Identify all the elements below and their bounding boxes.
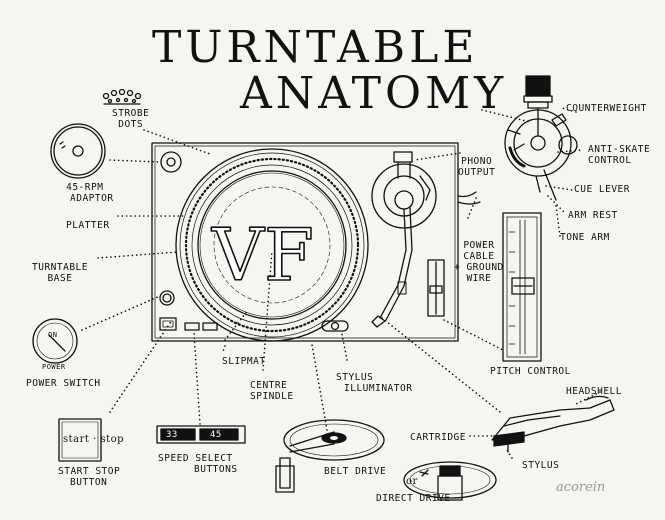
platter-icon: [175, 148, 369, 342]
turntable-base: [151, 142, 459, 342]
label-arm-rest: ARM REST: [568, 210, 618, 221]
pitch-control-icon: [502, 212, 542, 362]
artist-signature: acorein: [556, 480, 606, 495]
label-direct-drive: DIRECT DRIVE: [376, 493, 451, 504]
label-power-on: ON: [48, 331, 58, 339]
speed-45-text: 45: [210, 430, 222, 440]
logo-vf-text: VF: [211, 213, 314, 297]
leader-lines: [81, 107, 601, 459]
label-power-word: POWER: [42, 363, 66, 371]
label-belt-drive: BELT DRIVE: [324, 466, 387, 477]
headshell-icon: [491, 395, 615, 453]
belt-drive-icon: [275, 419, 385, 493]
label-power-switch: POWER SWITCH: [26, 378, 101, 389]
label-tone-arm: TONE ARM: [560, 232, 610, 243]
label-counterweight: COUNTERWEIGHT: [566, 103, 647, 114]
label-headshell: HEADSHELL: [566, 386, 622, 397]
speed-33-text: 33: [166, 430, 178, 440]
label-cartridge: CARTRIDGE: [410, 432, 466, 443]
label-platter: PLATTER: [66, 220, 110, 231]
tonearm-icon: [371, 151, 481, 328]
start-stop-face-text: start · stop: [63, 434, 125, 445]
counterweight-icon: [504, 75, 578, 201]
direct-drive-icon: [403, 461, 497, 501]
speed-select-icon: [156, 425, 246, 444]
label-stylus: STYLUS: [522, 460, 560, 471]
title-line-2: ANATOMY: [240, 68, 508, 119]
label-slipmat: SLIPMAT: [222, 356, 266, 367]
power-switch-icon: [32, 318, 78, 364]
title-line-1: TURNTABLE: [152, 22, 479, 73]
start-stop-button-icon: [58, 418, 102, 462]
adaptor-icon: [50, 123, 106, 179]
strobe-dots-icon: [102, 88, 142, 105]
label-pitch-control: PITCH CONTROL: [490, 366, 571, 377]
label-or: or: [406, 476, 418, 487]
label-cue-lever: CUE LEVER: [574, 184, 630, 195]
